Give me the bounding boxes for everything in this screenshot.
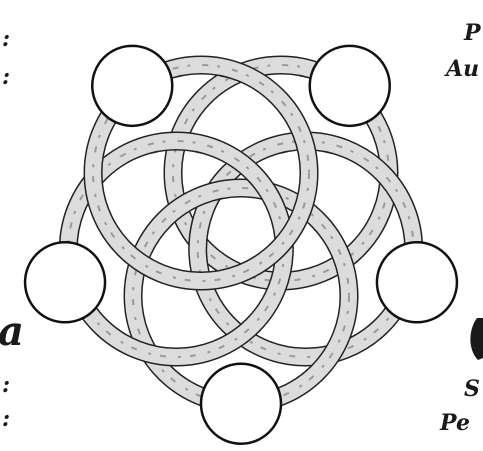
top-right-text-1: P — [464, 22, 481, 44]
bottom-left-colon-1: : — [2, 374, 10, 396]
top-left-colon-2: : — [2, 66, 10, 88]
edge-glyph-fragment — [470, 318, 483, 360]
top-right-text-2: Au — [446, 58, 479, 80]
node-circle-3 — [377, 242, 457, 322]
node-circle-4 — [201, 364, 281, 444]
bottom-left-colon-2: : — [2, 408, 10, 430]
bottom-right-text-1: S — [464, 378, 480, 400]
node-circle-1 — [92, 46, 172, 126]
nodes-group — [25, 46, 457, 444]
node-circle-5 — [25, 242, 105, 322]
bottom-right-text-2: Pe — [440, 412, 470, 434]
top-left-colon-1: : — [2, 28, 10, 50]
node-circle-2 — [310, 46, 390, 126]
left-edge-fragment: a — [0, 312, 24, 352]
